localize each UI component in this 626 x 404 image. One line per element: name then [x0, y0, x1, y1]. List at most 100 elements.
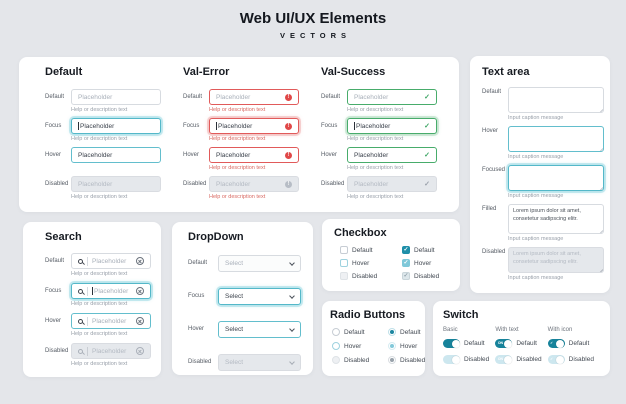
option-label: Default [352, 246, 373, 254]
select-default[interactable]: Select [218, 255, 301, 272]
text-input-hover[interactable]: Placeholder [71, 147, 161, 163]
error-icon: ! [285, 122, 292, 130]
caption-text: Input caption message [508, 236, 564, 242]
radio-selected-default[interactable]: Default [388, 328, 425, 336]
textarea-row-disabled: Disabled Lorem ipsum dolor sit amet, con… [482, 247, 604, 286]
panel-title-radio: Radio Buttons [330, 309, 406, 321]
radio-unselected-default[interactable]: Default [332, 328, 388, 336]
error-row-focus: Focus Placeholder! Help or description t… [183, 118, 309, 143]
error-input-focus[interactable]: Placeholder! [209, 118, 299, 134]
placeholder-text: Placeholder [354, 180, 389, 188]
search-icon [78, 318, 83, 324]
search-row-hover: Hover Placeholder Help or description te… [45, 313, 151, 338]
panel-title-val-error: Val-Error [183, 66, 230, 78]
switch-icon-default[interactable]: ✓Default [547, 339, 600, 348]
radio-icon [332, 328, 340, 336]
search-input-hover[interactable]: Placeholder [71, 313, 151, 329]
checkbox-icon [340, 259, 348, 267]
search-row-disabled: Disabled Placeholder Help or description… [45, 343, 151, 368]
textarea-row-default: Default Input caption message [482, 87, 604, 126]
state-label: Disabled [482, 249, 506, 255]
divider [87, 286, 88, 296]
input-row-hover: Hover Placeholder [45, 147, 171, 172]
textarea-default[interactable] [508, 87, 604, 113]
checkbox-checked-default[interactable]: ✓Default [402, 246, 450, 254]
option-label: Disabled [414, 272, 440, 280]
state-label: Hover [45, 318, 62, 324]
search-input-default[interactable]: Placeholder [71, 253, 151, 269]
select-hover[interactable]: Select [218, 321, 301, 338]
error-input-hover[interactable]: Placeholder! [209, 147, 299, 163]
dropdown-row-focus: Focus Select [188, 288, 301, 305]
caption-text: Input caption message [508, 115, 564, 121]
checkbox-checked-icon: ✓ [402, 259, 410, 267]
state-label: Hover [45, 152, 62, 158]
option-label: Disabled [344, 356, 370, 364]
state-label: Default [45, 94, 65, 100]
radio-selected-icon [388, 342, 396, 350]
panel-title-val-success: Val-Success [321, 66, 386, 78]
divider [87, 256, 88, 266]
placeholder-text: Placeholder [354, 151, 389, 159]
help-text: Help or description text [71, 194, 128, 200]
select-focus[interactable]: Select [218, 288, 301, 305]
placeholder-text: Placeholder [94, 287, 129, 295]
text-input-focus[interactable]: Placeholder [71, 118, 161, 134]
column-header: With text [495, 327, 519, 333]
switch-on-check-icon: ✓ [547, 339, 565, 348]
switch-basic-disabled: Disabled [443, 355, 495, 364]
page-header: Web UI/UX Elements VECTORS [0, 10, 626, 40]
success-input-default[interactable]: Placeholder✓ [347, 89, 437, 105]
help-text: Help or description text [71, 301, 128, 307]
error-help-text: Help or description text [209, 194, 266, 200]
clear-icon [136, 347, 144, 355]
switch-on-icon [443, 339, 460, 348]
textarea-focused[interactable] [508, 165, 604, 191]
text-input-default[interactable]: Placeholder [71, 89, 161, 105]
radio-unselected-hover[interactable]: Hover [332, 342, 388, 350]
error-row-default: Default Placeholder! Help or description… [183, 89, 309, 114]
clear-icon[interactable] [136, 287, 144, 295]
help-text: Help or description text [347, 165, 404, 171]
chevron-down-icon [289, 325, 295, 332]
val-error-column: Val-Error Default Placeholder! Help or d… [171, 66, 309, 212]
page-title: Web UI/UX Elements [239, 10, 387, 27]
radio-selected-hover[interactable]: Hover [388, 342, 425, 350]
checkbox-checked-icon: ✓ [402, 272, 410, 280]
chevron-down-icon [289, 292, 295, 299]
state-label: Default [188, 260, 208, 266]
checkbox-unchecked-default[interactable]: Default [340, 246, 402, 254]
textarea-filled[interactable]: Lorem ipsum dolor sit amet, consetetur s… [508, 204, 604, 234]
error-help-text: Help or description text [209, 107, 266, 113]
placeholder-text: Placeholder [80, 122, 115, 130]
error-input-default[interactable]: Placeholder! [209, 89, 299, 105]
search-input-focus[interactable]: Placeholder [71, 283, 151, 299]
clear-icon[interactable] [136, 257, 144, 265]
checkbox-checked-hover[interactable]: ✓Hover [402, 259, 450, 267]
option-label: Default [516, 340, 537, 347]
option-label: Disabled [464, 356, 490, 363]
option-label: Hover [400, 342, 418, 350]
state-label: Default [45, 258, 65, 264]
textarea-disabled: Lorem ipsum dolor sit amet, consetetur s… [508, 247, 604, 273]
checkbox-unchecked-hover[interactable]: Hover [340, 259, 402, 267]
search-icon [78, 258, 83, 264]
state-label: Focus [321, 123, 338, 129]
inputs-card: Default Default Placeholder Help or desc… [19, 57, 459, 212]
error-icon: ! [285, 151, 292, 159]
input-row-focus: Focus Placeholder Help or description te… [45, 118, 171, 143]
option-label: Default [344, 328, 365, 336]
select-value: Select [225, 293, 244, 300]
success-input-focus[interactable]: Placeholder✓ [347, 118, 437, 134]
select-value: Select [225, 359, 244, 366]
option-label: Default [400, 328, 421, 336]
switch-basic-default[interactable]: Default [443, 339, 495, 348]
state-label: Disabled [188, 359, 212, 365]
textarea-hover[interactable] [508, 126, 604, 152]
option-label: Disabled [516, 356, 542, 363]
success-input-hover[interactable]: Placeholder✓ [347, 147, 437, 163]
clear-icon[interactable] [136, 317, 144, 325]
val-success-column: Val-Success Default Placeholder✓ Help or… [309, 66, 447, 212]
